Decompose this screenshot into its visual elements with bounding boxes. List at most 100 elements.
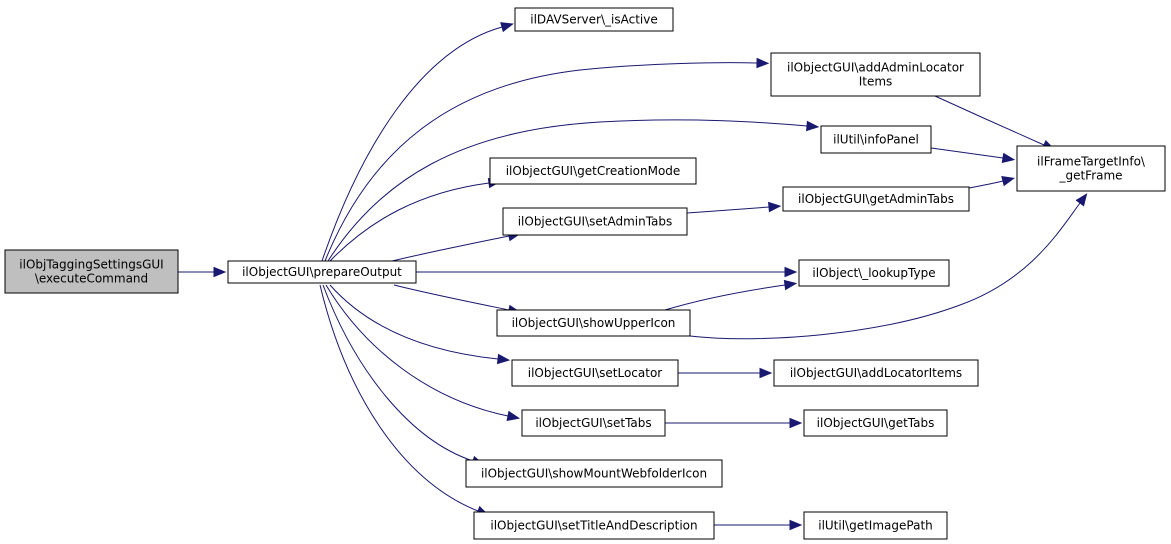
node-infoPanel[interactable]: ilUtil\infoPanel <box>820 125 932 154</box>
node-box <box>4 249 179 294</box>
edge-prepareOutput-to-setAdminTabs <box>391 230 522 262</box>
edge-showUpperIcon-to-lookupType <box>664 279 798 311</box>
edge-executeCommand-to-prepareOutput <box>178 266 227 278</box>
node-label: ilObjectGUI\getCreationMode <box>506 164 681 178</box>
edge-line <box>321 26 503 262</box>
node-label: ilObjectGUI\getAdminTabs <box>798 192 954 206</box>
arrowhead-icon <box>784 266 798 278</box>
arrowhead-icon <box>1075 193 1088 207</box>
node-box <box>514 7 674 32</box>
node-box <box>803 511 948 540</box>
edge-addAdminLocatorItems-to-getFrame <box>934 95 1056 150</box>
node-box <box>473 511 715 540</box>
node-box <box>511 359 679 387</box>
edge-line <box>329 182 490 262</box>
arrowhead-icon <box>496 353 511 365</box>
node-label: ilObjectGUI\setTabs <box>535 416 651 430</box>
node-isActive[interactable]: ilDAVServer\_isActive <box>514 7 674 32</box>
edge-getAdminTabs-to-getFrame <box>968 175 1015 189</box>
edge-prepareOutput-to-showMountWebfolderIcon <box>322 284 485 466</box>
node-label: ilUtil\getImagePath <box>818 519 933 533</box>
edge-line <box>934 95 1045 146</box>
node-label: ilObjectGUI\setLocator <box>528 366 663 380</box>
arrowhead-icon <box>756 57 770 69</box>
node-label: ilObjTaggingSettingsGUI <box>19 258 163 272</box>
edge-prepareOutput-to-infoPanel <box>327 119 820 262</box>
node-label: ilObject\_lookupType <box>812 266 935 280</box>
arrowhead-icon <box>213 266 227 278</box>
node-box <box>521 409 666 437</box>
edge-prepareOutput-to-getCreationMode <box>329 177 502 262</box>
node-setTabs[interactable]: ilObjectGUI\setTabs <box>521 409 666 437</box>
node-box <box>803 409 948 437</box>
arrowhead-icon <box>1001 152 1016 164</box>
node-setTitleAndDescription[interactable]: ilObjectGUI\setTitleAndDescription <box>473 511 715 540</box>
node-box <box>782 186 970 212</box>
arrowhead-icon <box>500 22 514 33</box>
edge-line <box>930 147 1004 159</box>
node-prepareOutput[interactable]: ilObjectGUI\prepareOutput <box>227 260 417 284</box>
node-showUpperIcon[interactable]: ilObjectGUI\showUpperIcon <box>496 309 691 337</box>
node-getTabs[interactable]: ilObjectGUI\getTabs <box>803 409 948 437</box>
edge-showUpperIcon-to-getFrame <box>689 193 1088 340</box>
node-box <box>489 157 697 185</box>
node-label: ilUtil\infoPanel <box>833 133 919 147</box>
edge-line <box>968 180 1004 189</box>
edge-setLocator-to-addLocatorItems <box>678 367 773 379</box>
node-box <box>820 125 932 154</box>
edge-prepareOutput-to-lookupType <box>416 266 798 278</box>
node-box <box>770 52 981 97</box>
node-executeCommand: ilObjTaggingSettingsGUI\executeCommand <box>4 249 179 294</box>
edge-line <box>325 284 509 417</box>
node-box <box>502 207 688 236</box>
edge-line <box>689 202 1081 340</box>
node-box <box>798 259 950 287</box>
node-label: \executeCommand <box>35 272 148 286</box>
edge-line <box>391 235 510 262</box>
node-box <box>496 309 691 337</box>
edge-line <box>393 284 510 311</box>
node-label: ilObjectGUI\addAdminLocator <box>787 61 964 75</box>
edge-prepareOutput-to-setTabs <box>325 284 521 422</box>
arrowhead-icon <box>1001 175 1015 187</box>
arrowhead-icon <box>806 120 820 132</box>
edge-setTitleAndDescription-to-getImagePath <box>714 519 803 531</box>
node-label: _getFrame <box>1058 169 1122 183</box>
node-label: ilObjectGUI\addLocatorItems <box>790 366 962 380</box>
node-label: ilObjectGUI\showMountWebfolderIcon <box>481 467 707 481</box>
edge-line <box>324 62 758 262</box>
node-box <box>227 260 417 284</box>
node-getImagePath[interactable]: ilUtil\getImagePath <box>803 511 948 540</box>
node-label: ilObjectGUI\showUpperIcon <box>512 316 676 330</box>
node-label: ilDAVServer\_isActive <box>530 13 657 27</box>
node-label: ilObjectGUI\setAdminTabs <box>518 215 673 229</box>
node-label: ilObjectGUI\setTitleAndDescription <box>490 519 697 533</box>
node-showMountWebfolderIcon[interactable]: ilObjectGUI\showMountWebfolderIcon <box>465 459 723 488</box>
node-getAdminTabs[interactable]: ilObjectGUI\getAdminTabs <box>782 186 970 212</box>
edge-line <box>664 284 786 311</box>
node-addLocatorItems[interactable]: ilObjectGUI\addLocatorItems <box>773 359 979 387</box>
node-label: ilObjectGUI\prepareOutput <box>242 265 402 279</box>
edge-line <box>329 284 499 360</box>
node-lookupType[interactable]: ilObject\_lookupType <box>798 259 950 287</box>
node-setAdminTabs[interactable]: ilObjectGUI\setAdminTabs <box>502 207 688 236</box>
edge-line <box>319 284 479 512</box>
node-box <box>773 359 979 387</box>
node-label: Items <box>859 75 893 89</box>
node-getCreationMode[interactable]: ilObjectGUI\getCreationMode <box>489 157 697 185</box>
arrowhead-icon <box>506 410 521 422</box>
edge-prepareOutput-to-setTitleAndDescription <box>319 284 490 516</box>
edge-prepareOutput-to-addAdminLocatorItems <box>324 57 770 262</box>
node-label: ilFrameTargetInfo\ <box>1037 155 1146 169</box>
arrowhead-icon <box>789 417 803 429</box>
node-label: ilObjectGUI\getTabs <box>817 416 935 430</box>
node-box <box>465 459 723 488</box>
edge-setAdminTabs-to-getAdminTabs <box>686 201 782 214</box>
node-getFrame[interactable]: ilFrameTargetInfo\_getFrame <box>1016 145 1166 192</box>
node-setLocator[interactable]: ilObjectGUI\setLocator <box>511 359 679 387</box>
arrowhead-icon <box>759 367 773 379</box>
edge-line <box>327 119 808 262</box>
